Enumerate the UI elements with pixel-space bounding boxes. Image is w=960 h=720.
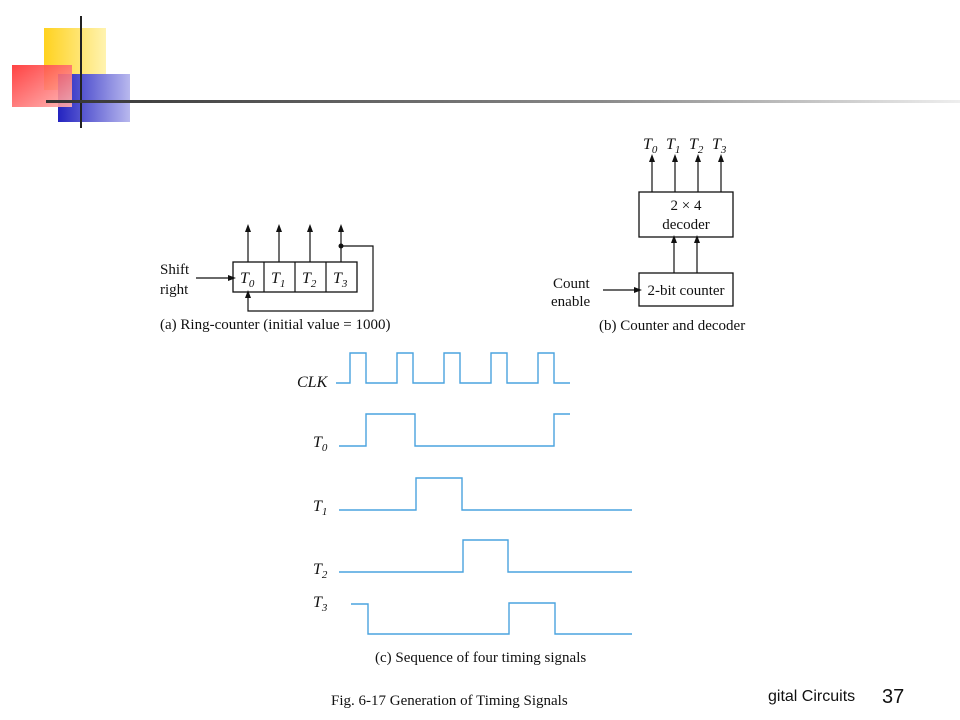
counter-decoder-diagram: T0 T1 T2 T3 2 × 4 decoder 2-bit counter … bbox=[551, 136, 745, 334]
ring-cell-label: T1 bbox=[271, 270, 285, 290]
signal-label-clk: CLK bbox=[297, 374, 329, 391]
timing-diagram: CLK T0 T1 T2 T3 (c) Sequence of four tim… bbox=[297, 352, 632, 666]
signal-label-t3: T3 bbox=[313, 594, 328, 614]
decoder-output-label: T2 bbox=[689, 136, 704, 156]
counter-decoder-caption: (b) Counter and decoder bbox=[599, 318, 745, 334]
decor-horizontal-rule bbox=[46, 100, 960, 103]
decoder-output-label: T1 bbox=[666, 136, 680, 156]
decoder-label: 2 × 4 bbox=[671, 198, 702, 214]
waveform-t0 bbox=[339, 413, 570, 447]
count-label: Count bbox=[553, 276, 591, 292]
waveform-clk bbox=[336, 352, 570, 384]
slide-decoration bbox=[12, 16, 960, 128]
waveform-t3 bbox=[351, 602, 632, 635]
signal-label-t0: T0 bbox=[313, 434, 328, 454]
shift-label: Shift bbox=[160, 262, 190, 278]
decoder-output-label: T3 bbox=[712, 136, 727, 156]
ring-cell-label: T0 bbox=[240, 270, 255, 290]
timing-caption: (c) Sequence of four timing signals bbox=[375, 650, 586, 666]
signal-label-t2: T2 bbox=[313, 561, 328, 581]
waveform-t2 bbox=[339, 539, 632, 573]
decoder-box bbox=[638, 191, 734, 238]
decoder-output-label: T0 bbox=[643, 136, 658, 156]
signal-labels: CLK T0 T1 T2 T3 bbox=[297, 374, 329, 614]
decoder-label: decoder bbox=[662, 217, 709, 233]
ring-cell-label: T2 bbox=[302, 270, 317, 290]
page-number: 37 bbox=[882, 686, 905, 708]
figure-caption: Fig. 6-17 Generation of Timing Signals bbox=[331, 693, 568, 709]
enable-label: enable bbox=[551, 294, 590, 310]
ring-feedback-path bbox=[245, 245, 374, 312]
signal-label-t1: T1 bbox=[313, 498, 327, 518]
right-label: right bbox=[160, 282, 189, 298]
footer-title: gital Circuits bbox=[768, 688, 856, 705]
counter-label: 2-bit counter bbox=[647, 283, 724, 299]
ring-cell-label: T3 bbox=[333, 270, 348, 290]
ring-counter-diagram: Shift right T0 T1 T2 T3 (a) Ring-counter… bbox=[160, 224, 390, 333]
ring-counter-caption: (a) Ring-counter (initial value = 1000) bbox=[160, 317, 390, 333]
signal-waveforms bbox=[336, 352, 632, 635]
waveform-t1 bbox=[339, 477, 632, 511]
